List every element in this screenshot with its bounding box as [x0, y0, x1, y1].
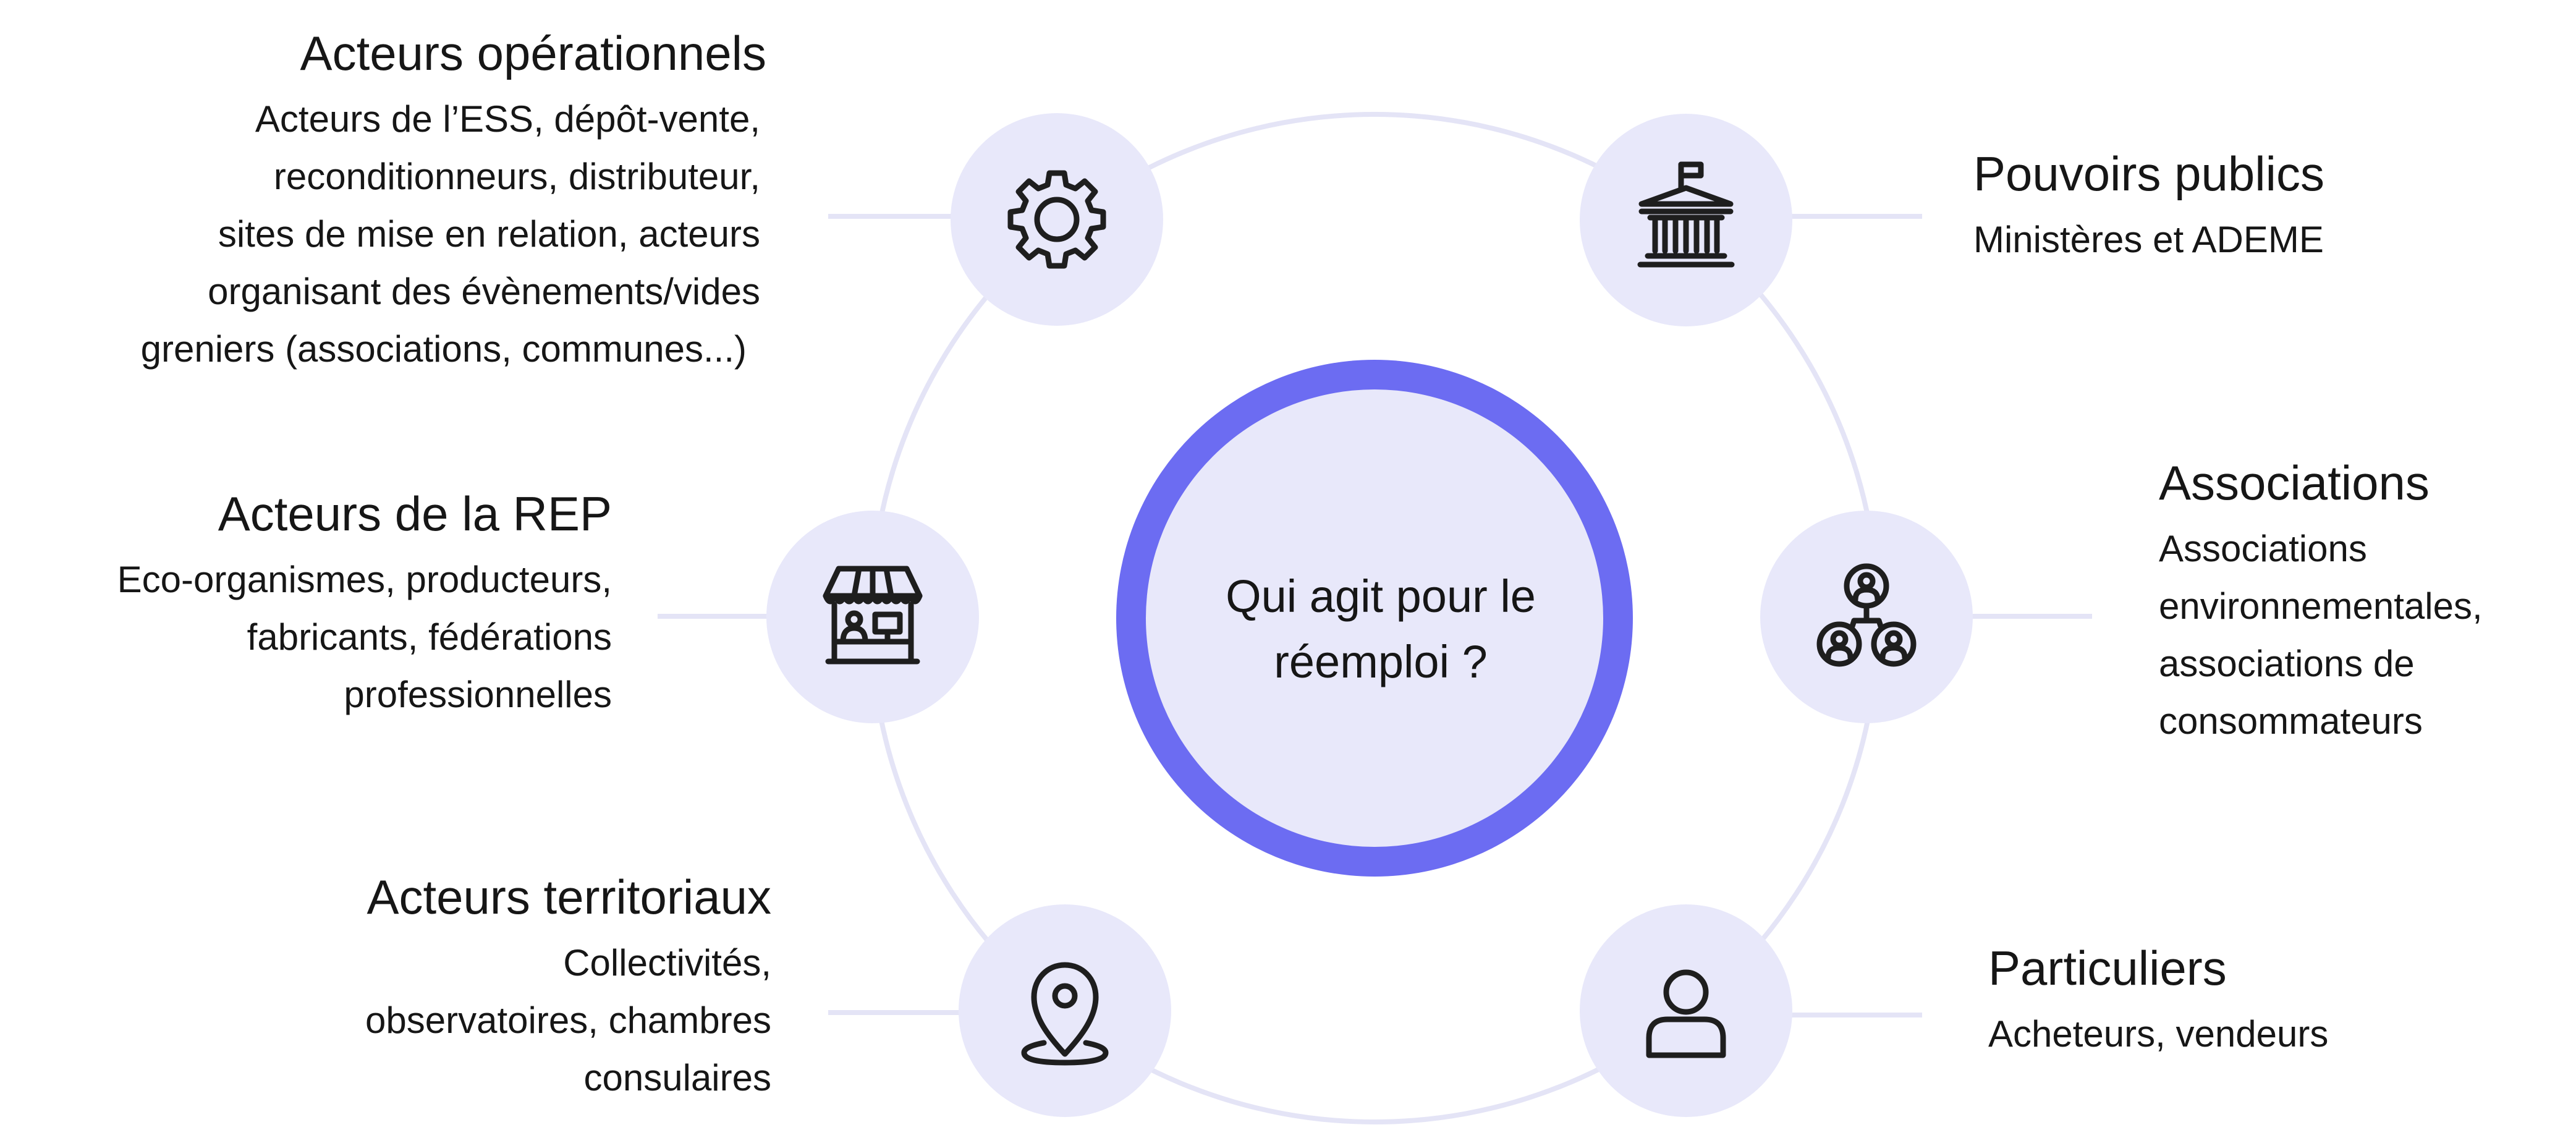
block-operationnels: Acteurs opérationnels Acteurs de l’ESS, … [141, 25, 766, 378]
title-operationnels: Acteurs opérationnels [300, 26, 766, 80]
desc-particuliers: Acheteurs, vendeurs [1988, 1005, 2328, 1063]
desc-line: professionnelles [344, 673, 612, 715]
block-rep: Acteurs de la REP Eco-organismes, produc… [117, 485, 612, 723]
connector-lines [658, 214, 2092, 1017]
desc-line: observatoires, chambres [365, 999, 771, 1041]
desc-line: sites de mise en relation, acteurs [218, 213, 760, 255]
government-building-icon [1637, 161, 1735, 268]
person-icon [1646, 969, 1726, 1058]
block-territoriaux: Acteurs territoriaux Collectivités, obse… [365, 869, 771, 1107]
desc-line: Ministères et ADEME [1973, 218, 2324, 260]
desc-line: consulaires [583, 1056, 772, 1098]
desc-line: fabricants, fédérations [247, 616, 612, 658]
desc-line: Acheteurs, vendeurs [1988, 1013, 2329, 1055]
desc-line: reconditionneurs, distributeur, [273, 155, 760, 197]
desc-line: environnementales, [2159, 585, 2483, 627]
title-rep: Acteurs de la REP [218, 486, 612, 541]
people-network-icon [1816, 563, 1917, 667]
center-line-1: Qui agit pour le [1226, 571, 1536, 622]
desc-line: Acteurs de l’ESS, dépôt-vente, [255, 98, 760, 140]
desc-operationnels: Acteurs de l’ESS, dépôt-vente, reconditi… [141, 90, 760, 378]
title-pouvoirs: Pouvoirs publics [1973, 147, 2324, 201]
block-pouvoirs: Pouvoirs publics Ministères et ADEME [1973, 145, 2324, 268]
desc-line: organisant des évènements/vides [208, 270, 760, 312]
block-associations: Associations Associations environnementa… [2159, 454, 2483, 750]
desc-pouvoirs: Ministères et ADEME [1973, 211, 2324, 268]
desc-territoriaux: Collectivités, observatoires, chambres c… [365, 934, 771, 1107]
shop-icon [823, 566, 923, 665]
title-territoriaux: Acteurs territoriaux [366, 870, 771, 924]
center-line-2: réemploi ? [1274, 636, 1488, 687]
desc-line: Associations [2159, 527, 2367, 569]
node-operationnels [951, 113, 1163, 326]
block-particuliers: Particuliers Acheteurs, vendeurs [1988, 940, 2328, 1063]
gear-icon [1007, 170, 1106, 269]
node-territoriaux [959, 904, 1171, 1117]
desc-associations: Associations environnementales, associat… [2159, 520, 2483, 750]
location-pin-icon [1021, 962, 1109, 1066]
desc-rep: Eco-organismes, producteurs, fabricants,… [117, 551, 612, 723]
desc-line: associations de [2159, 642, 2415, 684]
title-associations: Associations [2159, 456, 2430, 510]
title-particuliers: Particuliers [1988, 941, 2227, 995]
desc-line: greniers (associations, communes...) [140, 328, 747, 370]
center-inner [1146, 389, 1603, 847]
desc-line: Eco-organismes, producteurs, [117, 558, 612, 600]
desc-line: Collectivités, [563, 941, 771, 983]
center-question: Qui agit pour le réemploi ? [1171, 549, 1591, 710]
desc-line: consommateurs [2159, 700, 2423, 742]
